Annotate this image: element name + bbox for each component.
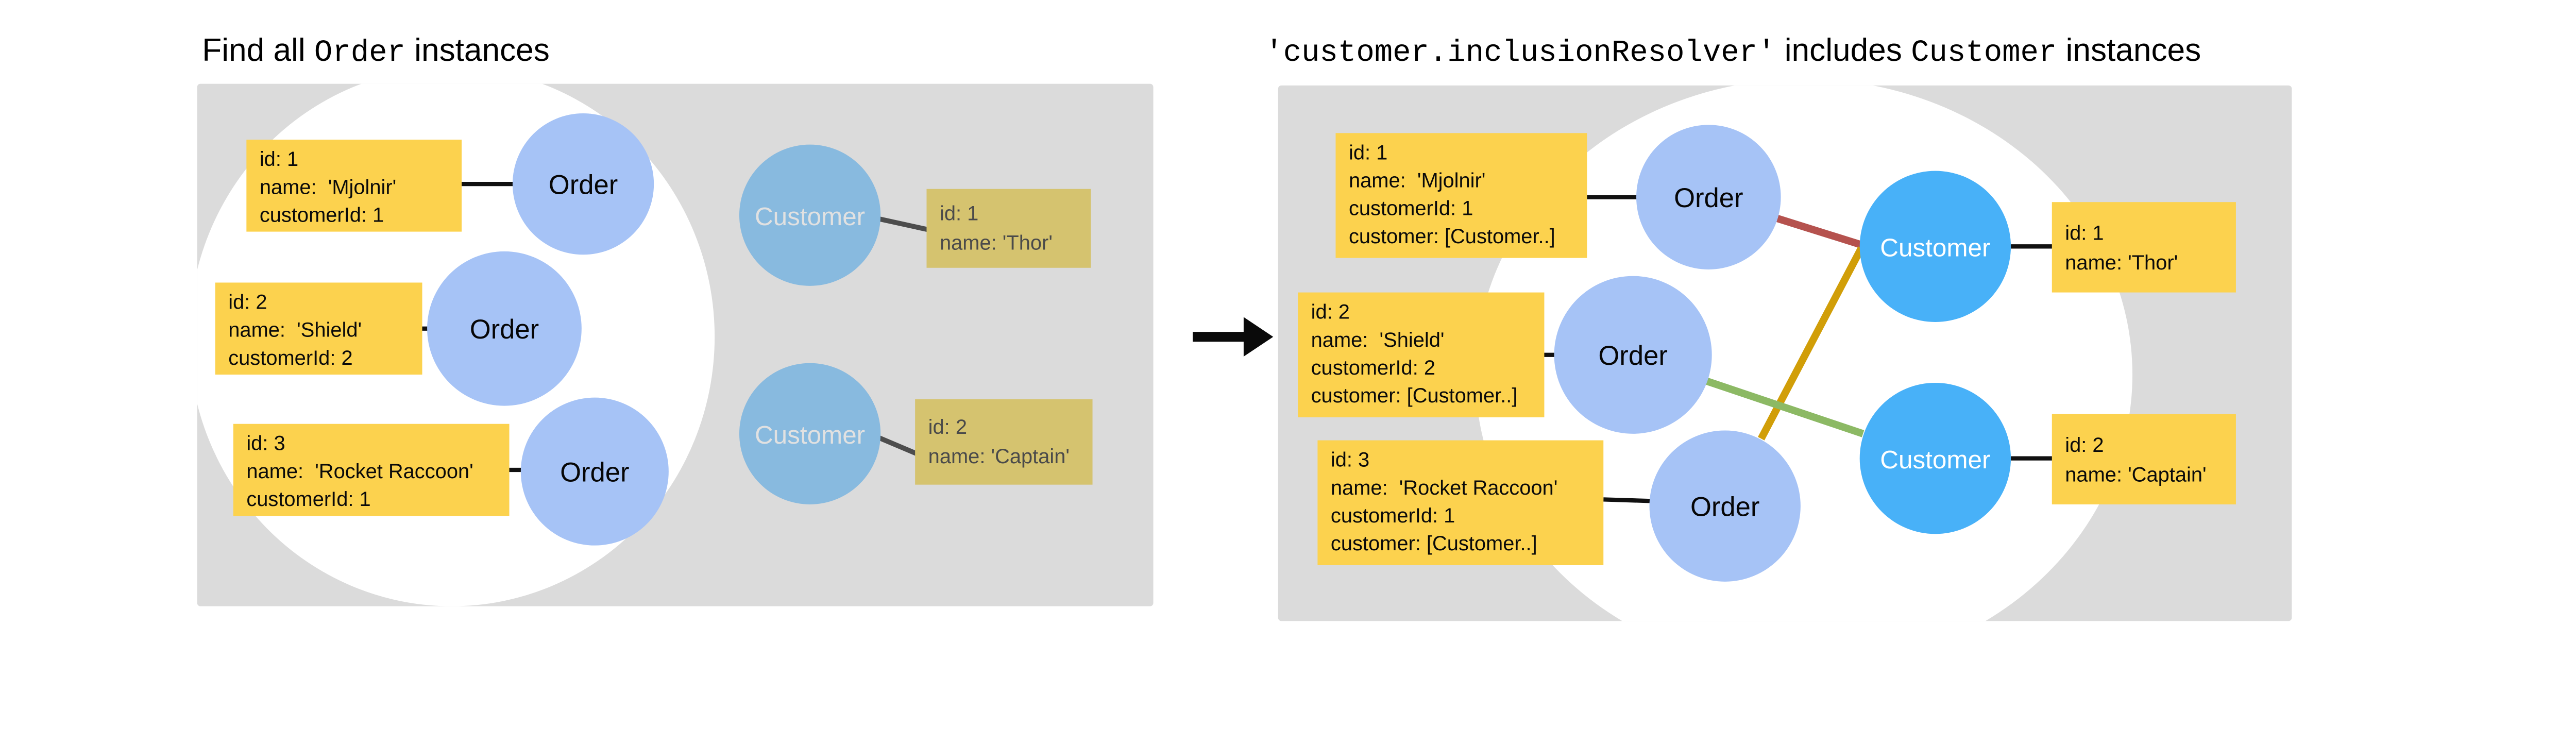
connector-customer1-left: [876, 216, 930, 233]
right-arrow-icon: [1193, 317, 1274, 357]
attr-line: name: 'Rocket Raccoon': [1331, 477, 1557, 499]
customer-1-label: Customer: [755, 202, 865, 231]
right-title-code2: Customer: [1911, 36, 2057, 70]
customer-2-label-right: Customer: [1880, 446, 1990, 474]
order-3-circle: [520, 397, 669, 546]
attr-line: id: 3: [1331, 449, 1369, 471]
attr-line: name: 'Mjolnir': [1349, 170, 1485, 192]
attr-line: id: 1: [2065, 222, 2104, 245]
order-3-label: Order: [560, 457, 629, 487]
connector-customer2-left: [876, 434, 921, 458]
attr-line: name: 'Mjolnir': [260, 176, 396, 198]
customer-1-circle-bright: [1859, 171, 2011, 322]
order-2-label-right: Order: [1598, 341, 1667, 371]
customer-2-circle-muted: [739, 363, 881, 504]
left-title: Find all Order instances: [202, 32, 550, 70]
left-title-suffix: instances: [405, 32, 550, 68]
customer-2-attrs-box: id: 2 name: 'Captain': [915, 399, 1093, 485]
attr-line: name: 'Shield': [1311, 329, 1445, 351]
attr-line: id: 2: [228, 291, 267, 313]
attr-line: customerId: 1: [246, 488, 370, 511]
order-1-label: Order: [549, 170, 618, 200]
order-2-attrs-box: id: 2 name: 'Shield' customerId: 2: [215, 282, 422, 375]
right-diagram: 'customer.inclusionResolver' includes Cu…: [1265, 32, 2292, 621]
order-1-circle-right: [1636, 125, 1781, 269]
attr-line: name: 'Captain': [2065, 463, 2206, 486]
order-2-label: Order: [470, 314, 539, 345]
order-1-attrs-box: id: 1 name: 'Mjolnir' customerId: 1: [246, 140, 462, 232]
attr-line: name: 'Thor': [940, 232, 1053, 255]
left-title-code: Order: [314, 36, 405, 70]
attr-line: id: 2: [1311, 301, 1350, 324]
connector-order3-right: [1603, 497, 1655, 503]
relation-order1-customer1-red: [1776, 215, 1863, 248]
attr-line: id: 1: [1349, 141, 1387, 164]
attr-line: customerId: 2: [228, 347, 352, 369]
attr-line: name: 'Thor': [2065, 251, 2178, 274]
attr-line: customer: [Customer..]: [1349, 225, 1555, 248]
left-title-prefix: Find all: [202, 32, 314, 68]
diagram-stage: Find all Order instances Order Order Ord…: [197, 32, 2292, 621]
attr-line: customerId: 1: [1331, 504, 1455, 527]
customer-1-attrs-box: id: 1 name: 'Thor': [926, 189, 1091, 268]
attr-line: customer: [Customer..]: [1311, 384, 1518, 407]
attr-line: id: 3: [246, 432, 285, 455]
order-1-label-right: Order: [1674, 183, 1743, 213]
relation-order2-customer2-green: [1705, 377, 1865, 437]
attr-line: name: 'Shield': [228, 319, 362, 342]
order-3-attrs-box: id: 3 name: 'Rocket Raccoon' customerId:…: [233, 424, 510, 516]
attr-line: customer: [Customer..]: [1331, 532, 1537, 555]
attr-line: name: 'Rocket Raccoon': [246, 460, 473, 483]
attr-line: id: 1: [940, 202, 978, 225]
customer-2-label: Customer: [755, 421, 865, 449]
attr-line: id: 1: [260, 148, 298, 171]
right-title: 'customer.inclusionResolver' includes Cu…: [1265, 32, 2201, 70]
right-title-code1: 'customer.inclusionResolver': [1265, 36, 1775, 70]
right-title-mid: includes: [1775, 32, 1911, 68]
customer-2-circle-bright: [1859, 382, 2011, 534]
right-title-suffix: instances: [2057, 32, 2201, 68]
attr-line: customerId: 1: [1349, 197, 1473, 220]
attr-line: customerId: 1: [260, 204, 384, 226]
attr-line: id: 2: [928, 416, 967, 438]
left-diagram: Find all Order instances Order Order Ord…: [197, 32, 1154, 606]
order-1-circle: [512, 113, 654, 255]
order-1-attrs-box-right: id: 1 name: 'Mjolnir' customerId: 1 cust…: [1335, 133, 1587, 258]
customer-1-circle-muted: [739, 144, 881, 286]
customer-1-label-right: Customer: [1880, 233, 1990, 262]
diagram-canvas: Find all Order instances Order Order Ord…: [197, 32, 2292, 621]
order-2-circle-right: [1554, 276, 1712, 434]
order-3-circle-right: [1649, 430, 1801, 582]
customer-1-attrs-box-right: id: 1 name: 'Thor': [2052, 202, 2236, 293]
customer-2-attrs-box-right: id: 2 name: 'Captain': [2052, 414, 2236, 504]
attr-line: customerId: 2: [1311, 357, 1435, 379]
order-2-attrs-box-right: id: 2 name: 'Shield' customerId: 2 custo…: [1298, 292, 1545, 417]
order-3-attrs-box-right: id: 3 name: 'Rocket Raccoon' customerId:…: [1317, 440, 1604, 565]
order-3-label-right: Order: [1690, 492, 1759, 522]
attr-line: name: 'Captain': [928, 445, 1070, 468]
order-2-circle: [427, 251, 582, 406]
attr-line: id: 2: [2065, 434, 2104, 456]
